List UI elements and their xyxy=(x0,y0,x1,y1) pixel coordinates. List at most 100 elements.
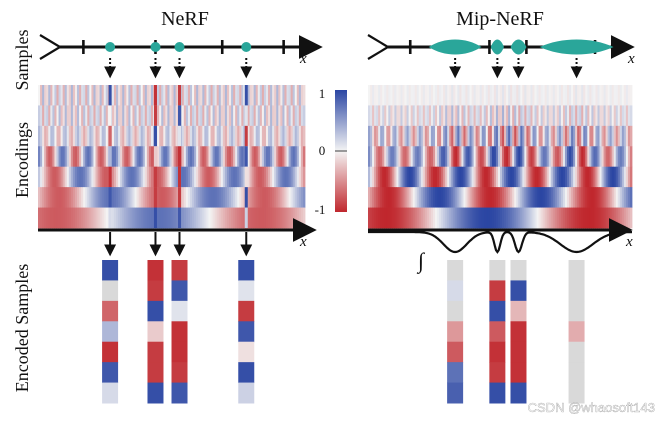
heatmap-cell xyxy=(595,85,598,106)
heatmap-cell xyxy=(189,146,193,168)
heatmap-cell xyxy=(392,207,395,229)
heatmap-cell xyxy=(475,187,479,208)
heatmap-cell xyxy=(536,125,539,147)
heatmap-cell xyxy=(396,105,399,127)
heatmap-cell xyxy=(120,187,123,208)
heatmap-cell xyxy=(175,85,179,106)
heatmap-cell xyxy=(167,207,170,229)
heatmap-cell xyxy=(175,146,179,168)
heatmap-cell xyxy=(302,207,306,229)
heatmap-cell xyxy=(609,166,613,188)
heatmap-cell xyxy=(128,125,131,147)
heatmap-cell xyxy=(138,85,142,106)
heatmap-cell xyxy=(524,187,527,208)
heatmap-cell xyxy=(128,85,131,106)
heatmap-cell xyxy=(50,105,53,127)
heatmap-cell xyxy=(487,146,491,168)
encoded-cell xyxy=(447,280,464,302)
heatmap-cell xyxy=(72,105,76,127)
heatmap-cell xyxy=(52,125,55,147)
heatmap-cell xyxy=(52,166,55,188)
heatmap-cell xyxy=(536,166,539,188)
heatmap-cell xyxy=(105,125,109,147)
heatmap-cell xyxy=(520,105,523,127)
heatmap-cell xyxy=(439,207,442,229)
heatmap-cell xyxy=(603,207,606,229)
heatmap-cell xyxy=(263,146,267,168)
heatmap-cell xyxy=(124,166,127,188)
heatmap-cell xyxy=(567,105,570,127)
heatmap-cell xyxy=(420,146,424,168)
heatmap-cell xyxy=(233,105,236,127)
heatmap-cell xyxy=(546,166,550,188)
heatmap-cell xyxy=(376,85,379,106)
heatmap-cell xyxy=(233,146,236,168)
heatmap-cell xyxy=(538,166,542,188)
heatmap-cell xyxy=(579,166,582,188)
sample-point xyxy=(241,42,252,52)
heatmap-cell xyxy=(187,105,191,127)
heatmap-cell xyxy=(400,125,403,147)
heatmap-cell xyxy=(171,166,174,188)
heatmap-cell xyxy=(58,187,61,208)
heatmap-cell xyxy=(70,187,74,208)
heatmap-cell xyxy=(64,187,68,208)
heatmap-cell xyxy=(284,187,287,208)
heatmap-cell xyxy=(204,146,207,168)
heatmap-cell xyxy=(62,85,66,106)
heatmap-cell xyxy=(183,125,187,147)
heatmap-cell xyxy=(414,166,418,188)
heatmap-cell xyxy=(161,105,164,127)
heatmap-cell xyxy=(497,146,501,168)
heatmap-cell xyxy=(105,166,109,188)
heatmap-cell xyxy=(52,105,55,127)
heatmap-cell xyxy=(611,166,615,188)
heatmap-cell xyxy=(181,166,185,188)
heatmap-cell xyxy=(441,105,444,127)
heatmap-cell xyxy=(522,85,525,106)
heatmap-cell xyxy=(134,166,137,188)
heatmap-cell xyxy=(286,166,289,188)
heatmap-cell xyxy=(70,166,74,188)
heatmap-cell xyxy=(214,207,218,229)
heatmap-cell xyxy=(263,166,267,188)
heatmap-cell xyxy=(222,125,226,147)
heatmap-cell xyxy=(208,105,211,127)
heatmap-cell xyxy=(99,207,103,229)
heatmap-cell xyxy=(243,166,246,188)
heatmap-cell xyxy=(220,105,224,127)
heatmap-cell xyxy=(562,85,566,106)
sample-encoding-line xyxy=(244,85,248,106)
heatmap-cell xyxy=(512,105,515,127)
heatmap-cell xyxy=(220,187,224,208)
heatmap-cell xyxy=(567,125,570,147)
heatmap-cell xyxy=(443,105,446,127)
heatmap-cell xyxy=(222,105,226,127)
heatmap-cell xyxy=(126,207,129,229)
heatmap-cell xyxy=(272,146,275,168)
heatmap-cell xyxy=(465,85,468,106)
heatmap-cell xyxy=(386,187,389,208)
heatmap-cell xyxy=(408,85,412,106)
heatmap-cell xyxy=(408,187,412,208)
heatmap-cell xyxy=(380,85,383,106)
heatmap-cell xyxy=(384,105,387,127)
encoded-cell xyxy=(147,260,164,281)
heatmap-cell xyxy=(593,125,596,147)
encoded-cell xyxy=(171,300,188,322)
heatmap-cell xyxy=(206,187,209,208)
heatmap-cell xyxy=(120,85,123,106)
heatmap-cell xyxy=(163,166,166,188)
heatmap-cell xyxy=(68,166,72,188)
heatmap-cell xyxy=(218,105,222,127)
heatmap-cell xyxy=(268,146,271,168)
encoded-cell xyxy=(447,321,464,343)
heatmap-cell xyxy=(300,146,304,168)
heatmap-cell xyxy=(400,207,403,229)
heatmap-cell xyxy=(282,207,285,229)
heatmap-cell xyxy=(265,187,269,208)
heatmap-cell xyxy=(233,207,236,229)
heatmap-cell xyxy=(449,166,452,188)
sample-encoding-line xyxy=(153,105,157,126)
heatmap-cell xyxy=(243,85,246,106)
